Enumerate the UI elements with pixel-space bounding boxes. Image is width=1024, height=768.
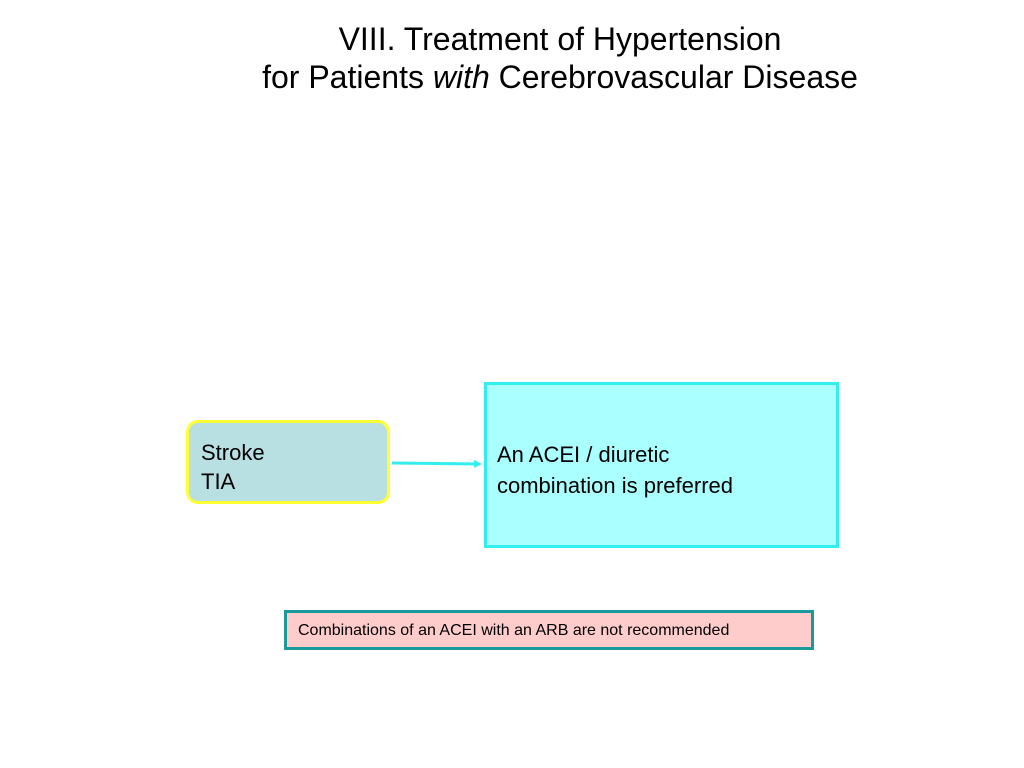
title-line-1: VIII. Treatment of Hypertension (338, 21, 782, 57)
note-text: Combinations of an ACEI with an ARB are … (298, 622, 730, 639)
condition-tia: TIA (201, 469, 236, 494)
slide-title: VIII. Treatment of Hypertension for Pati… (0, 20, 1024, 96)
note-box: Combinations of an ACEI with an ARB are … (284, 610, 814, 650)
title-line-2-start: for Patients (262, 59, 433, 95)
treatment-line-2: combination is preferred (497, 473, 734, 498)
title-line-2-italic: with (432, 59, 490, 95)
treatment-box: An ACEI / diuretic combination is prefer… (484, 382, 839, 548)
condition-stroke: Stroke (201, 440, 265, 465)
title-line-2-end: Cerebrovascular Disease (489, 59, 858, 95)
treatment-line-1: An ACEI / diuretic (497, 442, 670, 467)
arrow-line (391, 459, 482, 468)
condition-box: Stroke TIA (186, 420, 390, 504)
title-line-2: for Patients with Cerebrovascular Diseas… (0, 58, 1024, 96)
